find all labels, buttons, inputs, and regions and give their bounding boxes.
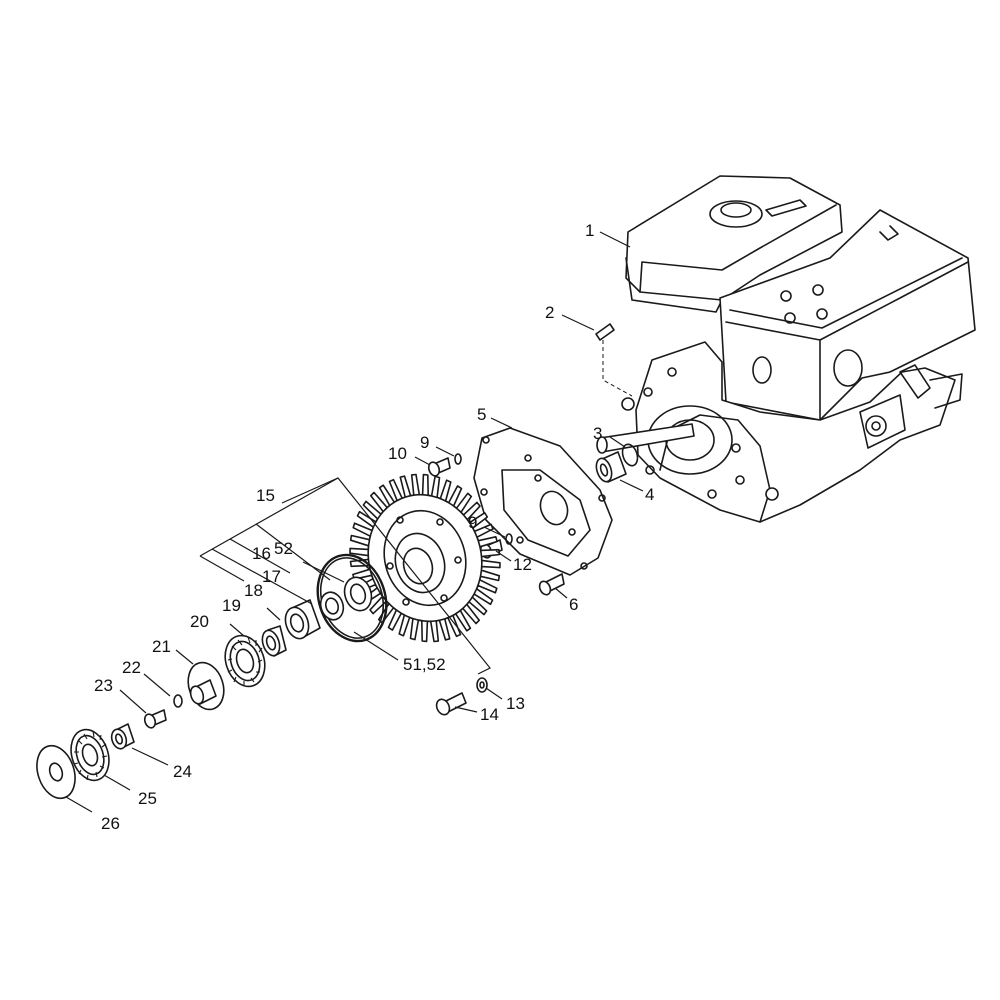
part-23-bolt [143,709,167,729]
callout-labels: 1 2 3 4 5 6 9 9 10 12 13 14 15 16 17 18 … [94,221,654,833]
part-13-washer [476,677,488,693]
part-52-seal [319,591,345,621]
callout-51-52: 51,52 [403,655,446,674]
callout-20: 20 [190,612,209,631]
part-14-bolt [435,692,467,716]
callout-21: 21 [152,637,171,656]
callout-2: 2 [545,303,554,322]
part-4-bushing [595,451,627,483]
callout-3: 3 [593,424,602,443]
callout-17: 17 [262,567,281,586]
callout-15: 15 [256,486,275,505]
callout-18: 18 [244,581,263,600]
callout-4: 4 [645,485,654,504]
callout-9-lower: 9 [468,513,477,532]
callout-12: 12 [513,555,532,574]
callout-22: 22 [122,658,141,677]
leader-lines [65,231,644,813]
callout-5: 5 [477,405,486,424]
part-21-flanged-washer [187,661,225,711]
callout-10: 10 [388,444,407,463]
part-5-cover-plate [473,427,613,576]
part-25-thrust-bearing [70,728,110,782]
part-20-thrust-bearing [224,634,266,688]
callout-24: 24 [173,762,192,781]
callout-9-upper: 9 [420,433,429,452]
callout-52: 52 [274,539,293,558]
callout-16: 16 [252,544,271,563]
part-26-washer [36,744,76,800]
callout-25: 25 [138,789,157,808]
part-10-bolt [427,457,451,477]
part-3-o-ring [621,443,639,467]
part-24-needle-bearing [110,723,135,750]
callout-23: 23 [94,676,113,695]
engine-assembly [596,175,976,523]
part-18-bearing-cup [284,599,321,640]
part-15-gear [349,473,501,643]
callout-19: 19 [222,596,241,615]
part-19-needle-bearing [261,625,287,657]
callout-1: 1 [585,221,594,240]
callout-14: 14 [480,705,499,724]
part-16-seal [343,576,373,612]
part-6-bolt [538,573,565,596]
part-9-washer-upper [454,453,462,465]
callout-13: 13 [506,694,525,713]
part-9-washer-lower [505,533,513,545]
part-2-pin [595,323,633,397]
callout-26: 26 [101,814,120,833]
callout-6: 6 [569,595,578,614]
part-22-washer [173,694,183,708]
